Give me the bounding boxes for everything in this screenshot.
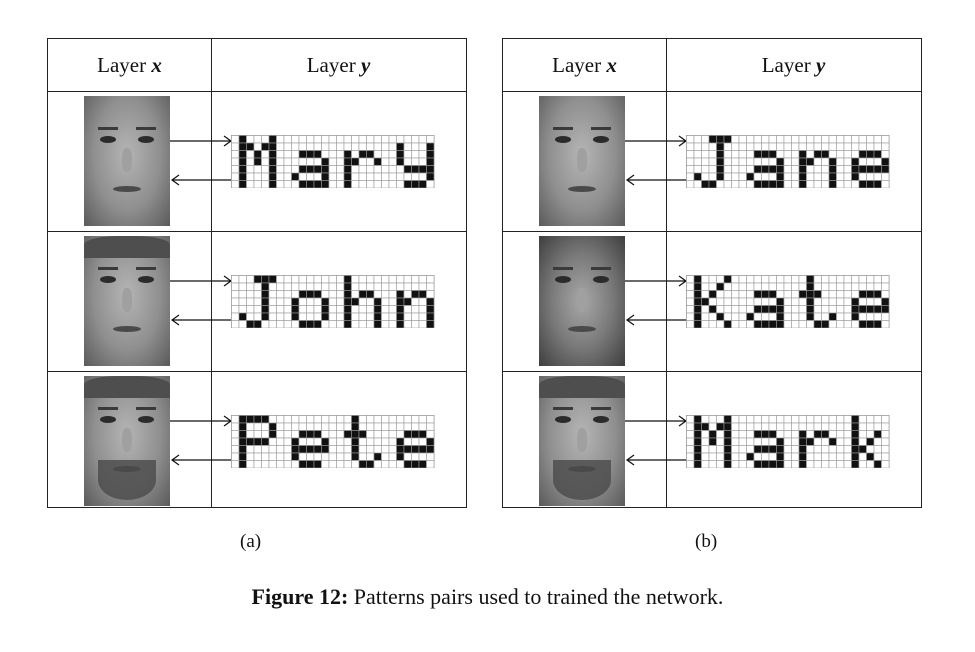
row-divider — [48, 371, 466, 372]
header-layer-x: Layer x — [503, 39, 666, 91]
arrow-backward — [170, 174, 231, 186]
header-y-text: Layer — [761, 53, 816, 77]
face-image — [84, 236, 170, 366]
arrow-backward — [170, 314, 231, 326]
column-divider — [211, 39, 212, 507]
arrow-forward — [170, 415, 233, 427]
mapping-arrows — [625, 135, 688, 186]
name-pixel-grid — [231, 134, 435, 189]
header-y-var: y — [360, 53, 371, 77]
header-y-text: Layer — [306, 53, 361, 77]
face-image — [539, 236, 625, 366]
name-pixel-grid — [231, 414, 435, 469]
header-y-var: y — [815, 53, 826, 77]
column-divider — [666, 39, 667, 507]
row-divider — [48, 91, 466, 92]
name-pixel-grid — [231, 274, 435, 329]
arrow-forward — [625, 415, 688, 427]
row-divider — [503, 231, 921, 232]
caption-text: Patterns pairs used to trained the netwo… — [348, 584, 724, 609]
header-layer-y: Layer y — [666, 39, 921, 91]
header-x-var: x — [606, 53, 617, 77]
face-image — [539, 376, 625, 506]
name-pixel-grid — [686, 134, 890, 189]
sublabel-b: (b) — [695, 531, 718, 552]
row-divider — [503, 91, 921, 92]
header-x-text: Layer — [552, 53, 607, 77]
face-image — [539, 96, 625, 226]
arrow-backward — [625, 314, 686, 326]
row-divider — [503, 371, 921, 372]
mapping-arrows — [170, 275, 233, 326]
row-divider — [48, 231, 466, 232]
header-layer-x: Layer x — [48, 39, 211, 91]
arrow-backward — [625, 454, 686, 466]
face-image — [84, 96, 170, 226]
header-x-var: x — [151, 53, 162, 77]
arrow-backward — [625, 174, 686, 186]
sublabel-a: (a) — [240, 531, 262, 552]
arrow-backward — [170, 454, 231, 466]
header-layer-y: Layer y — [211, 39, 466, 91]
name-pixel-grid — [686, 414, 890, 469]
face-image — [84, 376, 170, 506]
figure-caption: Figure 12: Patterns pairs used to traine… — [0, 584, 975, 610]
caption-label: Figure 12: — [251, 584, 349, 609]
name-pixel-grid — [686, 274, 890, 329]
header-x-text: Layer — [97, 53, 152, 77]
